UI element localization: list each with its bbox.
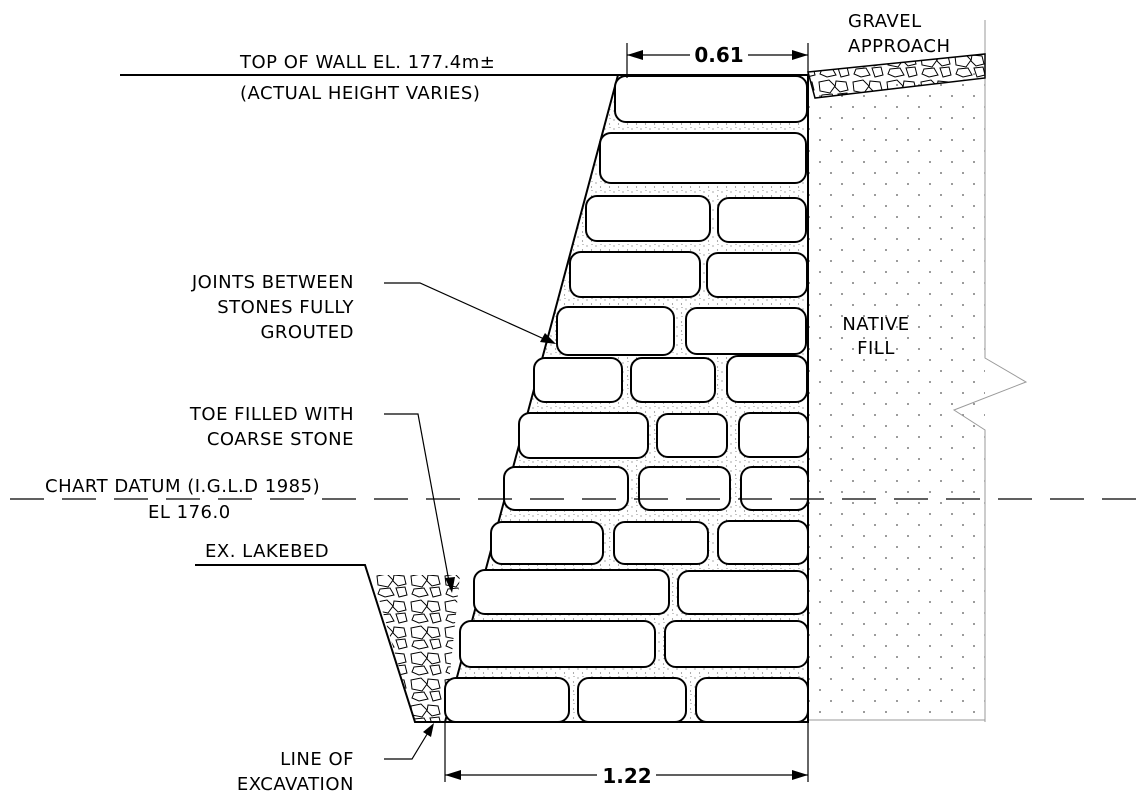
wall-stone	[569, 251, 701, 298]
top-width-value: 0.61	[694, 43, 743, 67]
chart-datum-label-1: CHART DATUM (I.G.L.D 1985)	[45, 476, 320, 497]
excavation-leader-arrow	[423, 723, 434, 737]
wall-stone	[444, 677, 570, 723]
wall-stone	[664, 620, 809, 668]
wall-stone	[706, 252, 808, 298]
excavation-label-1: LINE OF	[280, 749, 354, 770]
wall-stone	[614, 75, 808, 123]
gravel-approach-label-2: APPROACH	[848, 36, 950, 57]
wall-stone	[503, 466, 629, 511]
wall-stone	[556, 306, 675, 356]
wall-stone	[738, 412, 809, 458]
wall-stone	[459, 620, 656, 668]
joints-label-3: GROUTED	[260, 322, 354, 343]
top-of-wall-label-2: (ACTUAL HEIGHT VARIES)	[240, 83, 480, 104]
toe-leader-arrow	[445, 577, 455, 593]
wall-stone	[717, 197, 807, 243]
wall-stone	[490, 521, 604, 565]
wall-stone	[613, 521, 709, 565]
wall-stone	[518, 412, 649, 459]
break-line	[952, 20, 1028, 722]
joints-label-2: STONES FULLY	[217, 297, 354, 318]
joints-leader	[384, 282, 554, 344]
wall-stone	[740, 466, 809, 511]
top-width-dimension: 0.61	[626, 43, 809, 78]
wall-stone	[685, 307, 807, 355]
wall-stone	[726, 355, 808, 403]
native-fill-area	[808, 20, 1028, 722]
gravel-approach	[807, 53, 986, 99]
top-of-wall-label-1: TOP OF WALL EL. 177.4m±	[239, 52, 495, 73]
wall-stone	[630, 357, 716, 403]
toe-coarse-stone	[372, 575, 460, 722]
base-width-dimension: 1.22	[444, 722, 809, 788]
lakebed-label: EX. LAKEBED	[205, 541, 329, 562]
base-width-value: 1.22	[602, 764, 651, 788]
toe-label-1: TOE FILLED WITH	[189, 404, 354, 425]
wall-stone	[677, 570, 809, 615]
native-fill-label-1: NATIVE	[842, 314, 909, 335]
wall-stone	[717, 520, 809, 565]
wall-stones	[444, 75, 809, 723]
wall-stone	[695, 677, 809, 723]
wall-stone	[656, 413, 728, 458]
excavation-label-2: EXCAVATION	[237, 774, 354, 795]
joints-label-1: JOINTS BETWEEN	[191, 272, 354, 293]
gravel-approach-label-1: GRAVEL	[848, 11, 922, 32]
wall-stone	[599, 132, 807, 184]
wall-stone	[585, 195, 711, 242]
native-fill-label-2: FILL	[857, 338, 895, 359]
wall-stone	[638, 466, 731, 511]
wall-stone	[473, 569, 670, 615]
toe-label-2: COARSE STONE	[207, 429, 354, 450]
chart-datum-label-2: EL 176.0	[148, 502, 231, 523]
excavation-leader	[384, 725, 433, 760]
wall-stone	[533, 357, 623, 403]
excavation-line	[195, 564, 445, 723]
toe-leader	[384, 413, 451, 588]
wall-stone	[577, 677, 687, 723]
joints-leader-arrow	[540, 333, 556, 344]
